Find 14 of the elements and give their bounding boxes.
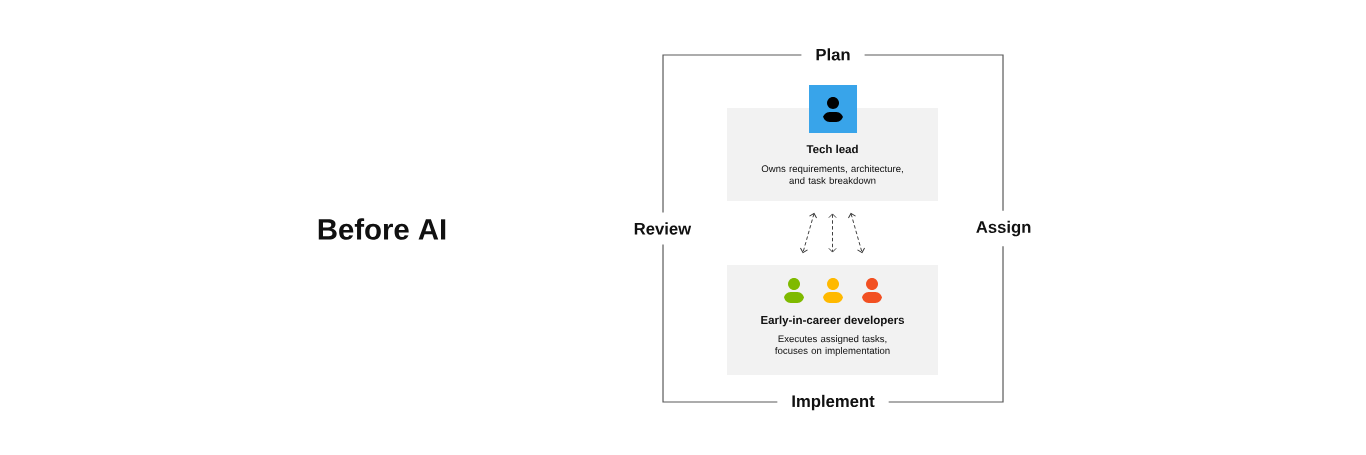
role-card <box>727 265 938 375</box>
card-description: Owns requirements, architecture, and task breakdown <box>761 165 903 184</box>
card-description: Executes assigned tasks, focuses on implementation <box>775 335 890 356</box>
role-card <box>727 108 938 201</box>
card-title: Tech lead <box>806 144 858 154</box>
arrow <box>828 213 837 253</box>
stage-label: Review <box>629 212 696 245</box>
card-title: Early-in-career developers <box>761 315 905 327</box>
arrow <box>848 213 866 253</box>
stage-label: Assign <box>971 210 1036 247</box>
arrow <box>800 213 818 253</box>
stage-label: Implement <box>777 391 889 414</box>
title: Before AI <box>318 218 446 240</box>
stage-label: Plan <box>801 45 865 64</box>
